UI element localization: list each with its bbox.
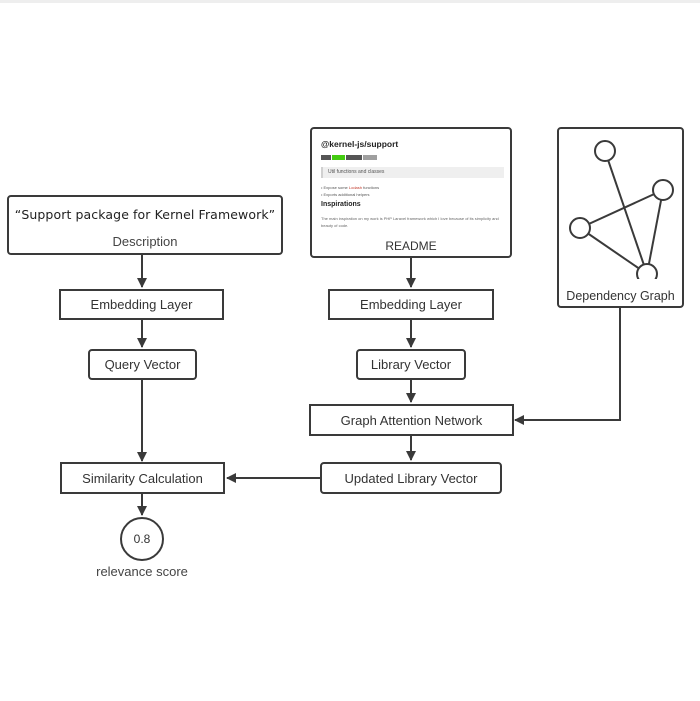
readme-box: @kernel-js/support Util functions and cl… bbox=[310, 127, 512, 258]
readme-label: README bbox=[385, 239, 437, 253]
dependency-graph-label: Dependency Graph bbox=[566, 289, 675, 303]
top-bar bbox=[0, 0, 700, 3]
graph-edge bbox=[579, 227, 648, 275]
readme-paragraph: The main inspiration on my work is PHP L… bbox=[321, 216, 499, 228]
badge bbox=[321, 155, 331, 160]
edge-graph-gat bbox=[514, 307, 621, 425]
graph-edge bbox=[579, 189, 664, 229]
graph-node bbox=[594, 140, 616, 162]
readme-title: @kernel-js/support bbox=[321, 139, 399, 149]
dependency-graph-box: Dependency Graph bbox=[557, 127, 684, 308]
similarity-calculation: Similarity Calculation bbox=[60, 462, 225, 494]
badge bbox=[363, 155, 377, 160]
readme-badges bbox=[321, 155, 377, 160]
description-label: Description bbox=[112, 234, 178, 249]
relevance-score-circle: 0.8 bbox=[120, 517, 164, 561]
readme-list-item: • Expose some Lodash functions bbox=[321, 185, 380, 190]
graph-node bbox=[636, 263, 658, 279]
readme-heading: Inspirations bbox=[321, 201, 361, 208]
embedding-layer-right: Embedding Layer bbox=[328, 289, 494, 320]
readme-list-item: • Exports additional helpers bbox=[321, 192, 370, 197]
updated-library-vector: Updated Library Vector bbox=[320, 462, 502, 494]
library-vector: Library Vector bbox=[356, 349, 466, 380]
graph-node bbox=[569, 217, 591, 239]
embedding-layer-left: Embedding Layer bbox=[59, 289, 224, 320]
query-vector: Query Vector bbox=[88, 349, 197, 380]
badge bbox=[346, 155, 362, 160]
graph-edge bbox=[604, 150, 648, 275]
graph-node bbox=[652, 179, 674, 201]
description-box: “Support package for Kernel Framework” D… bbox=[7, 195, 283, 255]
graph-edge bbox=[646, 189, 664, 275]
readme-list: • Expose some Lodash functions • Exports… bbox=[321, 184, 379, 198]
description-quote: “Support package for Kernel Framework” bbox=[14, 207, 276, 222]
relevance-score-label: relevance score bbox=[96, 564, 188, 579]
graph-drawing bbox=[569, 140, 674, 279]
badge bbox=[332, 155, 345, 160]
graph-attention-network: Graph Attention Network bbox=[309, 404, 514, 436]
readme-subtitle: Util functions and classes bbox=[321, 167, 504, 178]
